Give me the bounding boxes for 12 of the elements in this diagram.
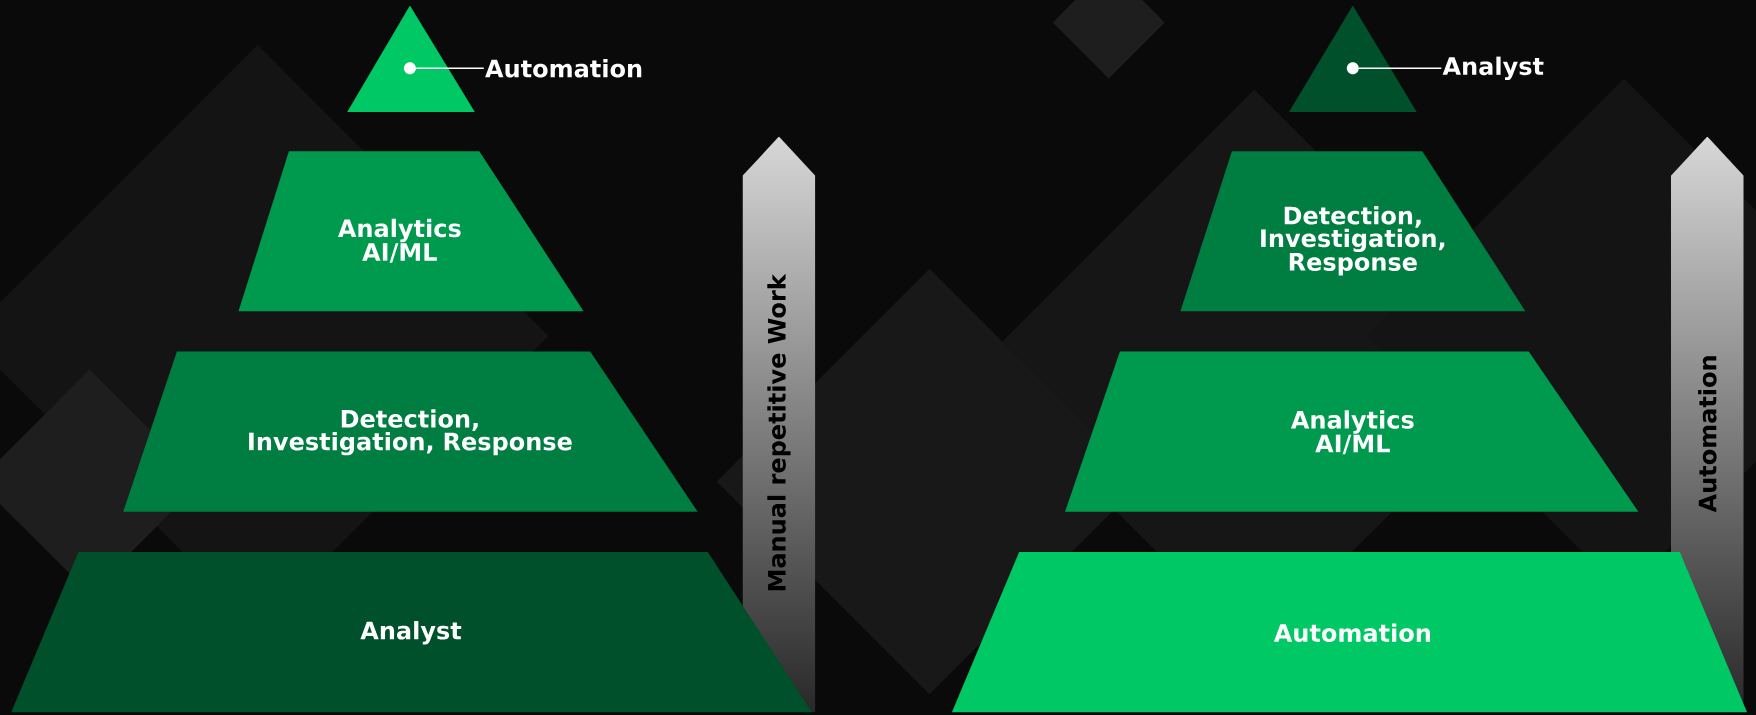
- leader-line: [1358, 67, 1443, 70]
- leader-line: [415, 67, 485, 70]
- pyramid-tier: Analytics AI/ML: [1065, 351, 1639, 512]
- arrow-label: Automation: [1698, 356, 1717, 513]
- pyramid-tier: Detection, Investigation, Response: [1180, 151, 1526, 312]
- pyramid-tier: Detection, Investigation, Response: [123, 351, 698, 512]
- callout-label: Automation: [485, 59, 642, 78]
- pyramid-tier: Analytics AI/ML: [238, 151, 584, 312]
- callout-label: Analyst: [1442, 56, 1544, 80]
- pyramid-tier: Automation: [951, 552, 1747, 713]
- pyramid-top: [1289, 5, 1417, 112]
- pyramid-top: [347, 5, 475, 112]
